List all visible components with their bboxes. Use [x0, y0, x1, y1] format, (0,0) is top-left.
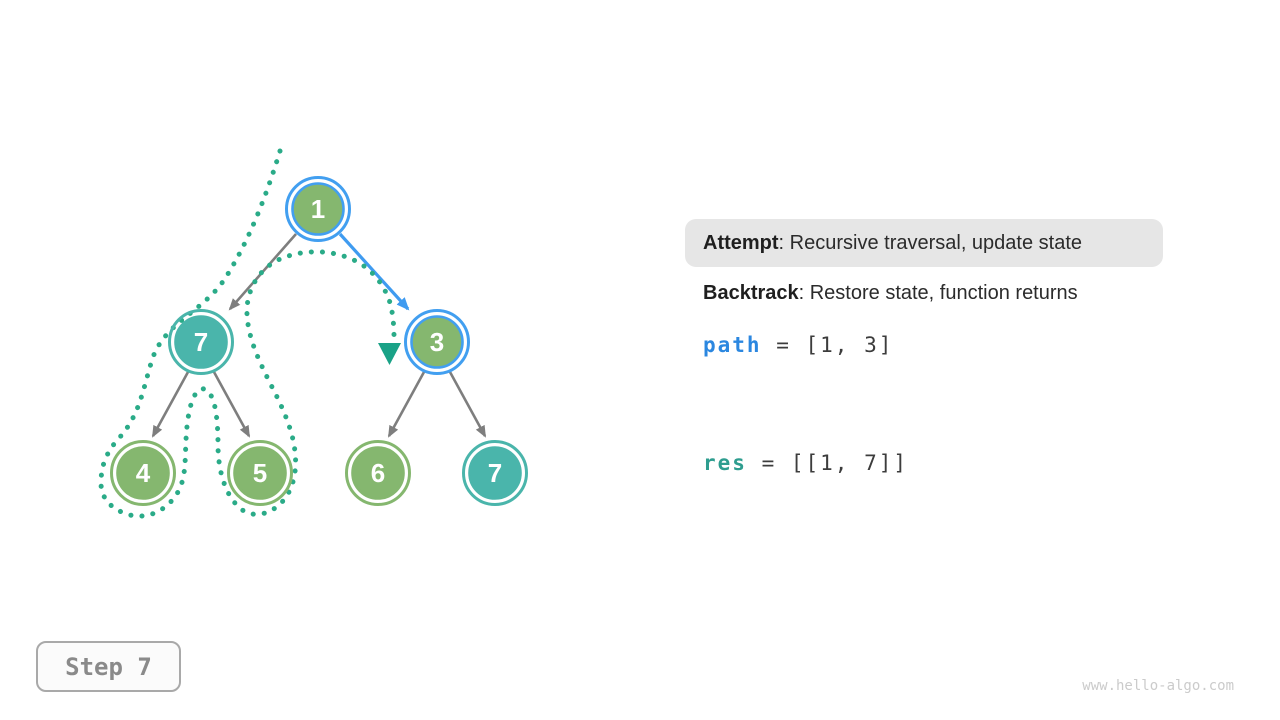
res-variable-name: res: [703, 451, 747, 475]
tree-node-7-left: 7: [168, 309, 234, 375]
binary-tree-diagram: 1 7 3 4 5 6 7: [98, 148, 528, 519]
node-label: 1: [311, 194, 325, 224]
edge-7-5: [212, 371, 251, 438]
tree-node-4: 4: [110, 440, 176, 506]
node-label: 5: [253, 458, 267, 488]
edge-7-4: [151, 371, 190, 438]
edge-3-7: [448, 371, 487, 438]
node-label: 7: [194, 327, 208, 357]
backtrack-label: Backtrack: [703, 282, 799, 304]
edge-3-6: [387, 371, 426, 438]
attempt-text: : Recursive traversal, update state: [778, 231, 1083, 254]
node-label: 6: [371, 458, 385, 488]
path-variable-value: = [1, 3]: [761, 333, 894, 357]
traversal-path: [98, 148, 397, 519]
tree-node-7-right: 7: [462, 440, 528, 506]
res-variable-value: = [[1, 7]]: [746, 451, 909, 475]
traversal-arrowhead-icon: [378, 343, 401, 365]
tree-node-6: 6: [345, 440, 411, 506]
tree-node-3: 3: [404, 309, 470, 375]
node-label: 4: [136, 458, 151, 488]
res-variable-line: res = [[1, 7]]: [703, 451, 908, 475]
backtrack-text: : Restore state, function returns: [798, 282, 1078, 304]
step-badge: Step 7: [36, 641, 181, 692]
attempt-label: Attempt: [703, 231, 779, 254]
node-label: 7: [488, 458, 502, 488]
tree-node-5: 5: [227, 440, 293, 506]
path-variable-line: path = [1, 3]: [703, 333, 893, 357]
attempt-legend-pill: Attempt: Recursive traversal, update sta…: [685, 219, 1163, 267]
node-label: 3: [430, 327, 444, 357]
path-variable-name: path: [703, 333, 762, 357]
tree-node-1: 1: [285, 176, 351, 242]
backtrack-legend-line: Backtrack: Restore state, function retur…: [703, 282, 1078, 305]
watermark: www.hello-algo.com: [1082, 678, 1234, 694]
step-badge-label: Step 7: [65, 652, 152, 681]
